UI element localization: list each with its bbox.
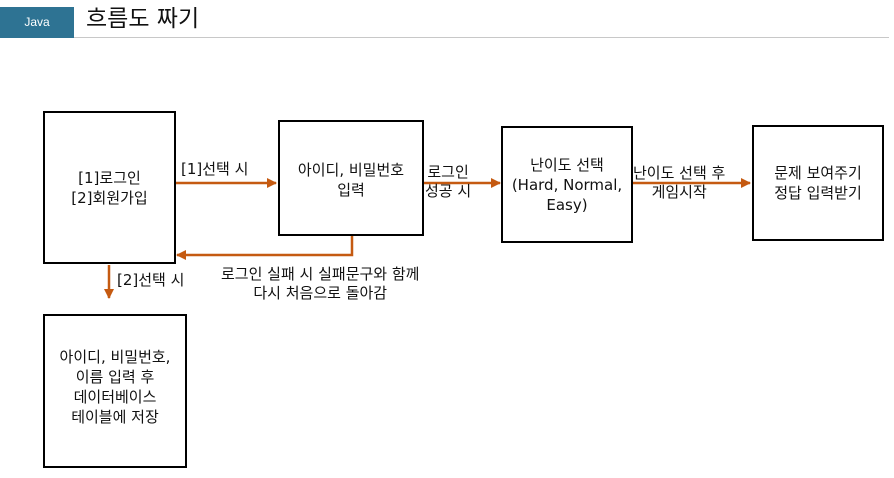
login-menu-box: [1]로그인 [2]회원가입 xyxy=(43,111,176,264)
difficulty-select-box: 난이도 선택 (Hard, Normal, Easy) xyxy=(501,126,633,243)
label-start-game: 난이도 선택 후 게임시작 xyxy=(633,164,726,201)
difficulty-select-text: 난이도 선택 (Hard, Normal, Easy) xyxy=(511,155,623,214)
login-menu-text: [1]로그인 [2]회원가입 xyxy=(71,168,148,207)
signup-box: 아이디, 비밀번호, 이름 입력 후 데이터베이스 테이블에 저장 xyxy=(43,314,187,468)
label-choose-2: [2]선택 시 xyxy=(117,271,185,289)
id-password-input-box: 아이디, 비밀번호 입력 xyxy=(278,120,424,236)
id-password-input-text: 아이디, 비밀번호 입력 xyxy=(297,161,405,199)
label-choose-1: [1]선택 시 xyxy=(181,160,249,178)
title-divider xyxy=(74,37,889,38)
signup-text: 아이디, 비밀번호, 이름 입력 후 데이터베이스 테이블에 저장 xyxy=(59,348,171,426)
label-login-fail: 로그인 실패 시 실패문구와 함께 다시 처음으로 돌아감 xyxy=(221,265,420,302)
quiz-box: 문제 보여주기 정답 입력받기 xyxy=(752,125,884,241)
label-login-success: 로그인 성공 시 xyxy=(425,163,472,200)
quiz-text: 문제 보여주기 정답 입력받기 xyxy=(774,164,862,202)
arrow-fail-back-to-login xyxy=(176,236,354,260)
slide-title: 흐름도 짜기 xyxy=(86,6,200,32)
slide-tag: Java xyxy=(0,7,74,38)
